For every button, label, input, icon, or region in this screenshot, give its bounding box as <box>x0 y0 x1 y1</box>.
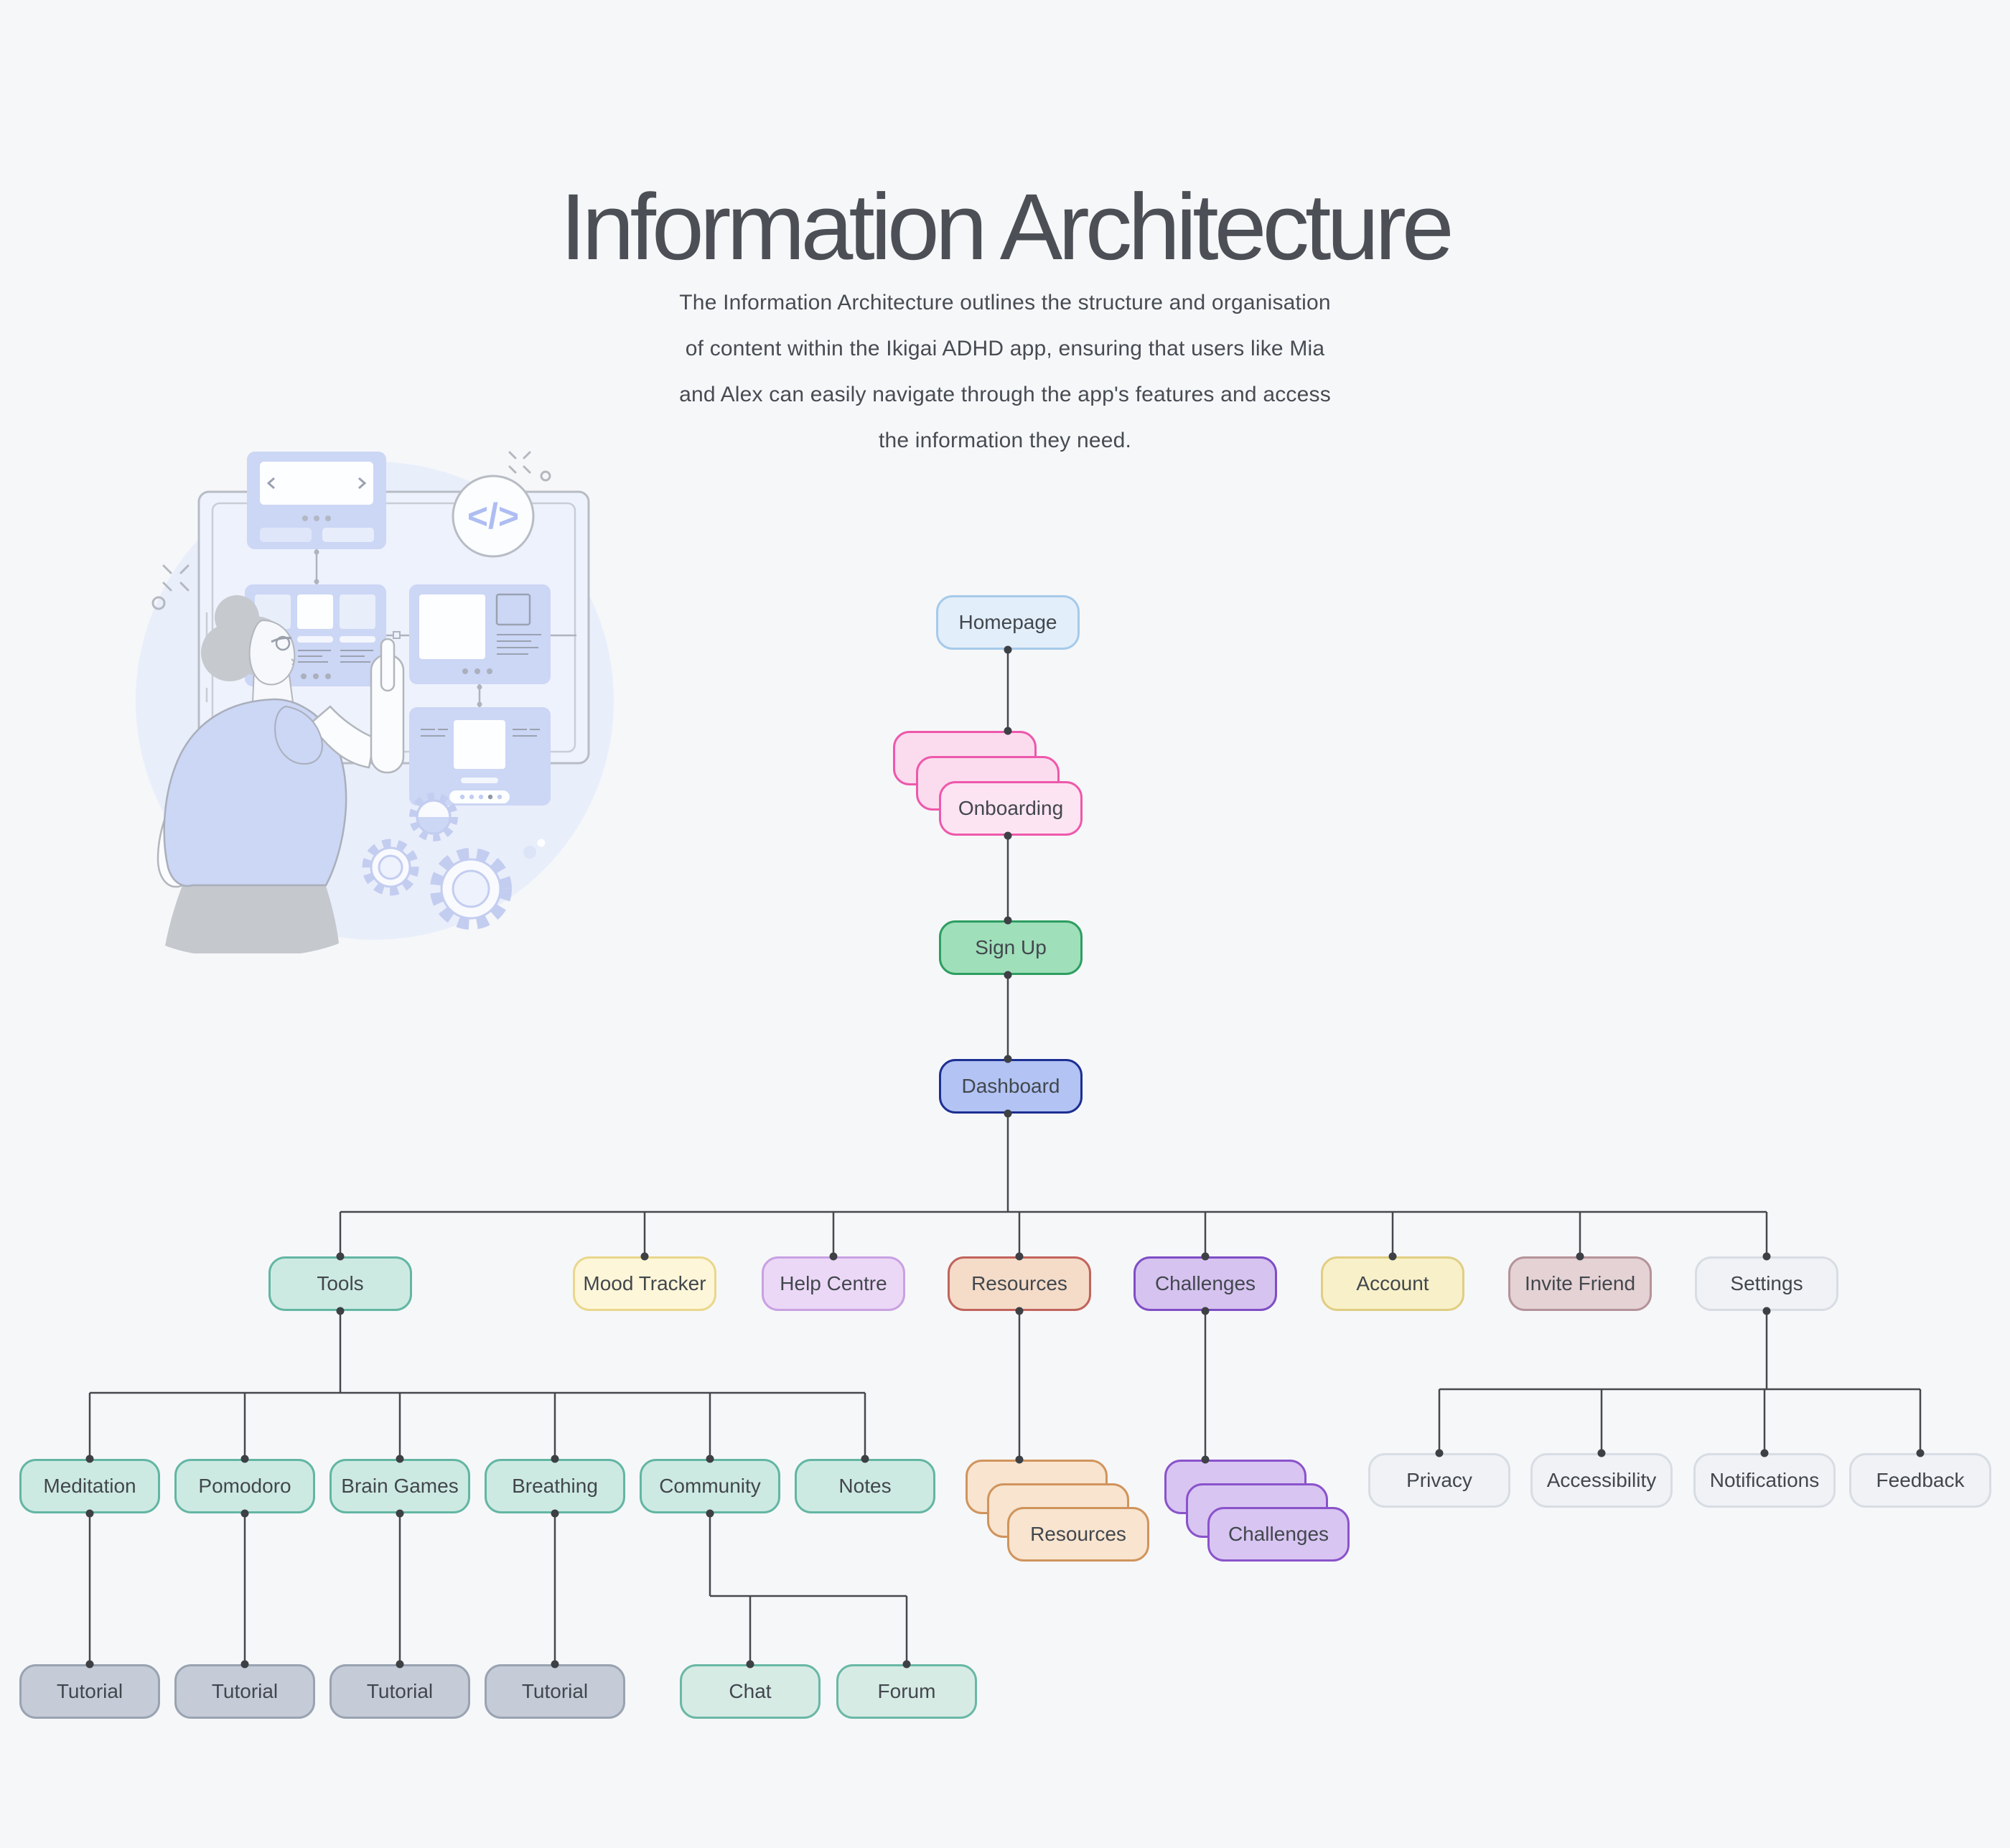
gear-icon <box>430 848 512 930</box>
page-description: The Information Architecture outlines th… <box>0 280 2010 464</box>
browser-wireframe-card <box>247 452 386 584</box>
hero-illustration: </> <box>136 451 614 953</box>
sparkle-icon <box>162 451 531 592</box>
description-line: The Information Architecture outlines th… <box>679 291 1331 314</box>
node-resources: Resources <box>948 1256 1091 1311</box>
node-onboarding-stack: Onboarding <box>893 731 1083 836</box>
node-tutorial-pomodoro: Tutorial <box>174 1664 315 1719</box>
node-pomodoro: Pomodoro <box>174 1459 315 1513</box>
wireframe-connector-horizontal <box>386 631 409 639</box>
svg-text:</>: </> <box>467 496 519 536</box>
node-breathing: Breathing <box>485 1459 625 1513</box>
node-brain-games: Brain Games <box>329 1459 470 1513</box>
node-settings: Settings <box>1695 1256 1838 1311</box>
node-privacy: Privacy <box>1368 1453 1510 1508</box>
node-accessibility: Accessibility <box>1530 1453 1673 1508</box>
node-chat: Chat <box>680 1664 821 1719</box>
node-tutorial-brain-games: Tutorial <box>329 1664 470 1719</box>
description-line: of content within the Ikigai ADHD app, e… <box>685 337 1325 360</box>
node-tools: Tools <box>268 1256 412 1311</box>
wireframe-card-bottom <box>409 707 551 806</box>
node-meditation: Meditation <box>19 1459 160 1513</box>
node-help-centre: Help Centre <box>762 1256 905 1311</box>
person-illustration <box>156 595 405 953</box>
deco-dot <box>537 839 546 847</box>
deco-dot <box>523 846 536 859</box>
node-invite-friend: Invite Friend <box>1508 1256 1652 1311</box>
node-dashboard: Dashboard <box>939 1059 1083 1114</box>
node-challenges: Challenges <box>1133 1256 1277 1311</box>
node-community: Community <box>640 1459 780 1513</box>
description-line: the information they need. <box>878 429 1132 452</box>
node-mood-tracker: Mood Tracker <box>573 1256 716 1311</box>
node-forum: Forum <box>836 1664 977 1719</box>
node-notes: Notes <box>795 1459 935 1513</box>
page-title: Information Architecture <box>560 173 1454 279</box>
node-challenges-pages-stack: Challenges <box>1164 1460 1351 1563</box>
node-resources-pages-stack: Resources <box>966 1460 1151 1563</box>
gear-icon <box>409 793 458 841</box>
deco-ring <box>151 596 166 610</box>
node-onboarding: Onboarding <box>939 781 1083 836</box>
description-line: and Alex can easily navigate through the… <box>679 383 1331 406</box>
node-tutorial-breathing: Tutorial <box>485 1664 625 1719</box>
node-notifications: Notifications <box>1693 1453 1836 1508</box>
node-feedback: Feedback <box>1849 1453 1991 1508</box>
code-icon: </> <box>452 475 535 558</box>
node-sign-up: Sign Up <box>939 920 1083 975</box>
node-challenges-pages: Challenges <box>1207 1507 1350 1562</box>
node-resources-pages: Resources <box>1007 1507 1149 1562</box>
deco-ring <box>540 470 551 482</box>
gear-icon <box>362 839 419 896</box>
node-tutorial-meditation: Tutorial <box>19 1664 160 1719</box>
node-account: Account <box>1321 1256 1464 1311</box>
wireframe-card-right <box>409 584 576 684</box>
node-homepage: Homepage <box>936 595 1080 650</box>
wireframe-connector-vertical <box>477 684 482 707</box>
